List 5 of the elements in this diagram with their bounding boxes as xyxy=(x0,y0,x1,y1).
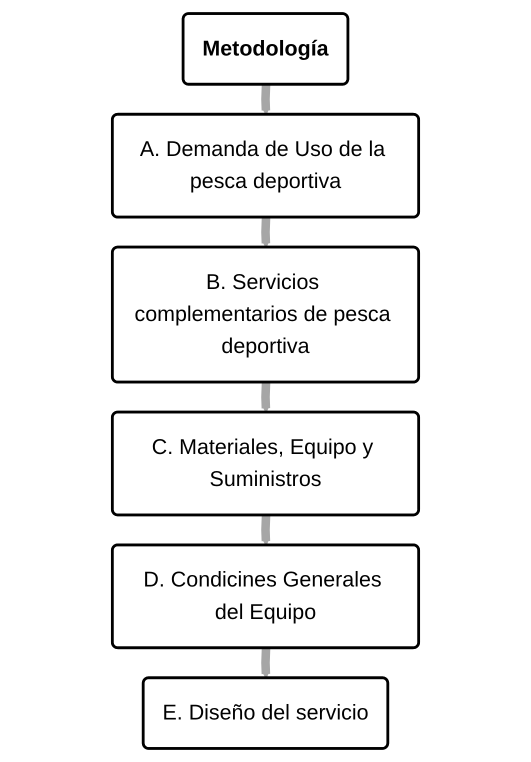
arrow xyxy=(261,382,270,414)
arrow xyxy=(261,648,270,679)
arrow xyxy=(261,217,270,248)
arrow xyxy=(261,515,270,546)
arrow xyxy=(261,84,270,116)
